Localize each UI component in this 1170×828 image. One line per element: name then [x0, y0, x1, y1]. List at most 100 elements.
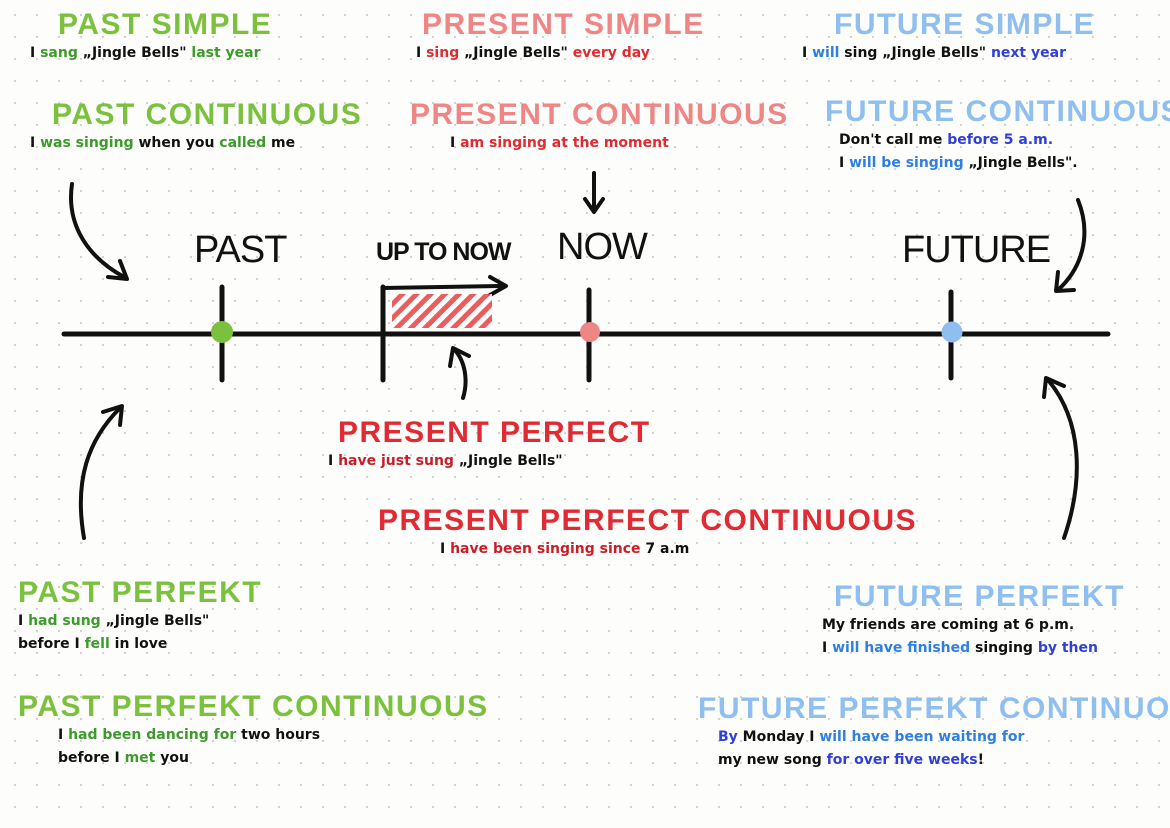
arrow-future-continuous-head [1054, 270, 1076, 293]
example-fragment: was singing [40, 135, 134, 151]
future-perfekt-title: FUTURE PERFEKT [834, 580, 1125, 613]
past-perfekt-example: I had sung „Jingle Bells"before I fell i… [18, 610, 262, 656]
example-line: My friends are coming at 6 p.m. [822, 614, 1125, 637]
example-fragment: next year [990, 45, 1066, 61]
present-perfect-block: PRESENT PERFECT I have just sung „Jingle… [328, 416, 651, 473]
future-simple-block: FUTURE SIMPLE I will sing „Jingle Bells"… [802, 8, 1095, 65]
past-simple-example: I sang „Jingle Bells" last year [30, 42, 272, 65]
up-to-now-flag [381, 284, 502, 290]
arrow-future-perfekt [1046, 378, 1079, 540]
past-simple-block: PAST SIMPLE I sang „Jingle Bells" last y… [30, 8, 272, 65]
example-fragment: By [718, 729, 738, 745]
example-line: I will sing „Jingle Bells" next year [802, 42, 1095, 65]
example-fragment: when you [133, 135, 220, 151]
example-line: I am singing at the moment [450, 132, 789, 155]
arrow-past-continuous [69, 182, 128, 280]
example-line: I had been dancing for two hours [58, 724, 489, 747]
example-line: before I fell in love [18, 633, 262, 656]
example-fragment: before I [58, 750, 125, 766]
example-line: I will have finished singing by then [822, 637, 1125, 660]
arrow-past-perfekt-head [101, 404, 124, 427]
example-fragment: „Jingle Bells" [77, 45, 192, 61]
example-fragment: singing [970, 640, 1038, 656]
example-fragment: in love [109, 636, 168, 652]
future-simple-title: FUTURE SIMPLE [834, 8, 1096, 41]
future-perfekt-continuous-title: FUTURE PERFEKT CONTINUOUS [698, 692, 1170, 725]
example-line: I sing „Jingle Bells" every day [416, 42, 705, 65]
past-perfekt-continuous-block: PAST PERFEKT CONTINUOUS I had been danci… [18, 690, 489, 770]
present-simple-example: I sing „Jingle Bells" every day [416, 42, 705, 65]
present-perfect-continuous-title: PRESENT PERFECT CONTINUOUS [378, 504, 918, 537]
example-fragment: „Jingle Bells" [453, 453, 563, 469]
present-simple-block: PRESENT SIMPLE I sing „Jingle Bells" eve… [416, 8, 705, 65]
example-fragment: will be singing [849, 155, 964, 171]
example-fragment: before 5 a.m. [947, 132, 1054, 148]
example-fragment: called [219, 135, 267, 151]
present-perfect-example: I have just sung „Jingle Bells" [328, 450, 651, 473]
example-fragment: last year [191, 45, 261, 61]
example-fragment: I [416, 45, 427, 61]
future-perfekt-block: FUTURE PERFEKT My friends are coming at … [822, 580, 1125, 660]
example-fragment: I [30, 45, 41, 61]
arrow-future-continuous [1056, 198, 1087, 292]
arrow-present-perfect [452, 347, 468, 400]
example-line: I sang „Jingle Bells" last year [30, 42, 272, 65]
present-continuous-block: PRESENT CONTINUOUS I am singing at the m… [410, 98, 789, 155]
example-fragment: before I [18, 636, 85, 652]
example-line: I was singing when you called me [30, 132, 362, 155]
example-fragment: I [30, 135, 41, 151]
past-continuous-title: PAST CONTINUOUS [52, 98, 363, 131]
example-fragment: ! [977, 752, 985, 768]
past-perfekt-title: PAST PERFEKT [18, 576, 263, 609]
example-fragment: will [812, 45, 840, 61]
example-fragment: am singing at the moment [460, 135, 669, 151]
future-perfekt-continuous-block: FUTURE PERFEKT CONTINUOUS By Monday I wi… [698, 692, 1170, 772]
example-line: Don't call me before 5 a.m. [839, 129, 1170, 152]
up-to-now-label: UP TO NOW [376, 238, 512, 266]
example-fragment: have been singing since [450, 541, 641, 557]
present-continuous-title: PRESENT CONTINUOUS [410, 98, 789, 131]
example-fragment: met [124, 750, 156, 766]
future-continuous-block: FUTURE CONTINUOUS Don't call me before 5… [825, 95, 1170, 175]
arrow-present-perfect-head [448, 346, 471, 368]
now-point [580, 322, 600, 342]
example-fragment: I [839, 155, 850, 171]
example-fragment: two hours [236, 727, 321, 743]
arrow-past-perfekt [78, 406, 122, 540]
present-simple-title: PRESENT SIMPLE [422, 8, 705, 41]
example-fragment: have just sung [338, 453, 454, 469]
future-simple-example: I will sing „Jingle Bells" next year [802, 42, 1095, 65]
example-line: I had sung „Jingle Bells" [18, 610, 262, 633]
example-fragment: for over five weeks [826, 752, 978, 768]
future-continuous-example: Don't call me before 5 a.m.I will be sin… [839, 129, 1170, 175]
example-fragment: sing [426, 45, 460, 61]
example-fragment: „Jingle Bells". [963, 155, 1078, 171]
example-fragment: Monday I [737, 729, 820, 745]
example-fragment: me [266, 135, 296, 151]
example-fragment: had sung [28, 613, 101, 629]
example-fragment: will have finished [832, 640, 971, 656]
example-fragment: fell [84, 636, 110, 652]
arrow-future-perfekt-head [1042, 376, 1066, 399]
past-continuous-block: PAST CONTINUOUS I was singing when you c… [30, 98, 362, 155]
example-fragment: you [155, 750, 189, 766]
example-fragment: „Jingle Bells" [100, 613, 210, 629]
present-perfect-continuous-block: PRESENT PERFECT CONTINUOUS I have been s… [378, 504, 917, 561]
example-fragment: sing „Jingle Bells" [839, 45, 991, 61]
example-fragment: every day [572, 45, 650, 61]
example-fragment: I [450, 135, 461, 151]
arrow-present-continuous-head [583, 197, 605, 214]
example-fragment: had been dancing for [68, 727, 237, 743]
example-line: I have been singing since 7 a.m [440, 538, 917, 561]
past-label: PAST [194, 229, 287, 271]
example-line: before I met you [58, 747, 489, 770]
example-line: my new song for over five weeks! [718, 749, 1170, 772]
future-point [941, 321, 963, 343]
example-line: I have just sung „Jingle Bells" [328, 450, 651, 473]
example-line: I will be singing „Jingle Bells". [839, 152, 1170, 175]
future-continuous-title: FUTURE CONTINUOUS [825, 95, 1170, 128]
example-fragment: will have been waiting for [819, 729, 1025, 745]
past-perfekt-continuous-title: PAST PERFEKT CONTINUOUS [18, 690, 489, 723]
